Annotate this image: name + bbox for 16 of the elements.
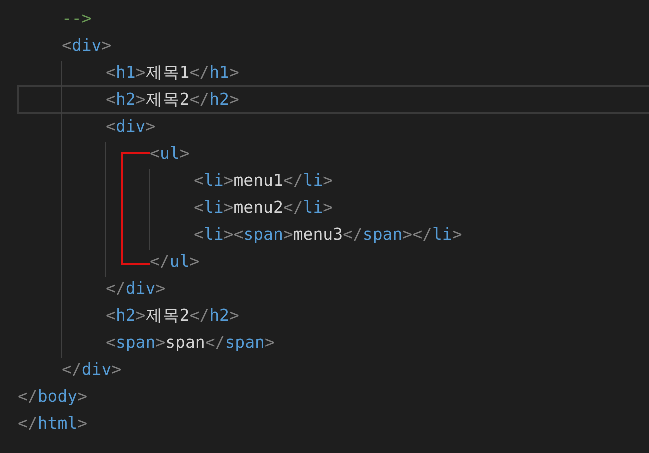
code-line: <h1>제목1</h1> [106, 62, 240, 84]
code-line: <span>span</span> [106, 332, 275, 354]
code-line: <div> [62, 35, 112, 57]
code-line: <h2>제목2</h2> [106, 89, 240, 111]
code-line: <li>menu1</li> [194, 170, 334, 192]
code-line: </div> [62, 359, 122, 381]
code-line: <div> [106, 116, 156, 138]
code-line: <li><span>menu3</span></li> [194, 224, 462, 246]
code-comment: --> [62, 8, 92, 30]
code-line: </div> [106, 278, 166, 300]
code-line: </html> [18, 413, 88, 435]
code-line: </body> [18, 386, 88, 408]
code-line: </ul> [150, 251, 200, 273]
code-line: <ul> [150, 143, 190, 165]
code-line: <li>menu2</li> [194, 197, 334, 219]
code-line: <h2>제목2</h2> [106, 305, 240, 327]
